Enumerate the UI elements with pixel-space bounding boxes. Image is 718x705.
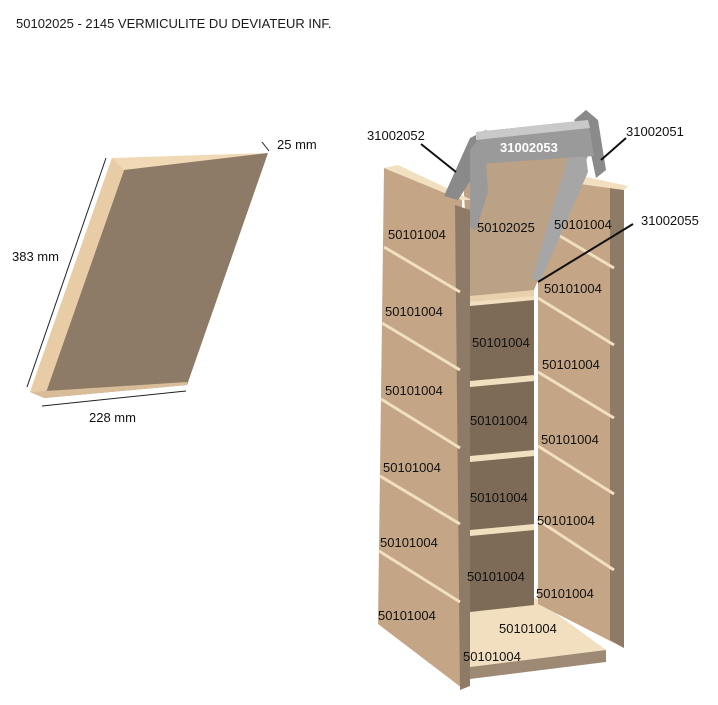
brick-label: 50101004: [536, 586, 594, 601]
brick-label: 50101004: [541, 432, 599, 447]
leader-lines: [420, 137, 634, 283]
steel-brackets: [444, 110, 606, 282]
brick-label: 50101004: [383, 460, 441, 475]
panel-thickness-label: 25 mm: [277, 137, 317, 152]
dimension-lines: [26, 141, 270, 407]
brick-label: 50101004: [537, 513, 595, 528]
vermiculite-panel: [30, 153, 268, 398]
brick-label: 50101004: [380, 535, 438, 550]
brick-label: 50101004: [499, 621, 557, 636]
brick-label: 50101004: [542, 357, 600, 372]
floor-brick: [462, 598, 606, 680]
brick-label: 50101004: [388, 227, 446, 242]
brick-label: 50101004: [470, 413, 528, 428]
brick-label: 50101004: [385, 304, 443, 319]
brick-label: 50101004: [470, 490, 528, 505]
brick-label: 50101004: [472, 335, 530, 350]
panel-height-label: 383 mm: [12, 249, 59, 264]
back-wall: [470, 290, 534, 612]
label-31002053: 31002053: [500, 140, 558, 155]
label-31002055: 31002055: [641, 213, 699, 228]
label-31002052: 31002052: [367, 128, 425, 143]
label-31002051: 31002051: [626, 124, 684, 139]
deflector-board: [462, 156, 588, 302]
label-50102025: 50102025: [477, 220, 535, 235]
brick-label: 50101004: [544, 281, 602, 296]
brick-labels: 50101004 50101004 50101004 50101004 5010…: [378, 217, 612, 664]
brick-label: 50101004: [554, 217, 612, 232]
page-title: 50102025 - 2145 VERMICULITE DU DEVIATEUR…: [16, 16, 332, 31]
brick-label: 50101004: [463, 649, 521, 664]
panel-width-label: 228 mm: [89, 410, 136, 425]
brick-label: 50101004: [385, 383, 443, 398]
brick-label: 50101004: [467, 569, 525, 584]
brick-label: 50101004: [378, 608, 436, 623]
